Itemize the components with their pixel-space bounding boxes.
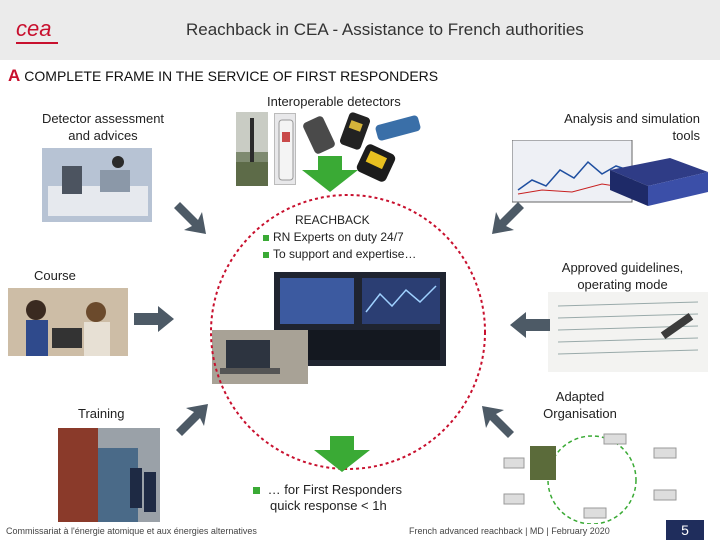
reachback-circle [210,194,486,470]
label-line: Organisation [543,406,617,421]
reachback-bullet: To support and expertise… [263,246,416,263]
photo-training-containers [58,428,160,522]
first-responders-text: … for First Responders quick response < … [253,482,402,514]
label-interoperable-detectors: Interoperable detectors [267,94,401,109]
reachback-text: REACHBACK RN Experts on duty 24/7 To sup… [263,212,416,263]
photo-detector-mast [236,112,268,186]
arrow-right-icon [134,306,174,332]
photo-organisation-diagram [484,428,700,524]
down-arrow-icon [314,436,370,472]
page-title: Reachback in CEA - Assistance to French … [186,20,584,39]
final-line: … for First Responders [267,482,402,497]
arrow-left-icon [510,312,550,338]
label-training: Training [78,406,125,421]
label-analysis-tools: Analysis and simulation tools [520,110,700,144]
label-approved-guidelines: Approved guidelines, operating mode [540,259,705,293]
logo-text: cea [16,16,51,41]
bullet-text: RN Experts on duty 24/7 [273,230,404,244]
photo-control-room [274,272,446,366]
arrow-inward-icon [176,404,208,436]
arrow-inward-icon [482,406,514,438]
page-number: 5 [666,520,704,540]
footer-organisation: Commissariat à l'énergie atomique et aux… [6,526,257,536]
label-detector-assessment: Detector assessment and advices [28,110,178,144]
label-adapted-organisation: Adapted Organisation [530,388,630,422]
label-course: Course [34,268,76,283]
reachback-heading: REACHBACK [295,213,370,227]
label-line: Analysis and simulation [564,111,700,126]
cea-logo: cea [16,16,58,44]
photo-guidelines-document [548,292,708,372]
bullet-square-icon [263,251,269,258]
arrow-inward-icon [492,202,524,234]
label-line: Detector assessment [41,111,165,126]
photo-simulation-model [600,150,710,212]
label-line: Adapted [555,389,605,404]
subtitle-prefix: A [8,66,21,85]
footer-info: French advanced reachback | MD | Februar… [409,526,610,536]
arrow-inward-icon [174,202,206,234]
subtitle-text: COMPLETE FRAME IN THE SERVICE OF FIRST R… [24,68,439,84]
bullet-square-icon [253,487,260,495]
final-line: quick response < 1h [270,498,387,513]
label-line: operating mode [577,277,668,292]
photo-laptop-user [212,330,308,384]
photo-portable-detector [274,113,296,185]
photo-detector-lab [42,148,152,222]
label-line: tools [672,128,700,143]
bullet-square-icon [263,234,269,241]
photo-course [8,288,128,356]
header-bar: cea Reachback in CEA - Assistance to Fre… [0,0,720,60]
label-line: and advices [68,128,138,143]
reachback-bullet: RN Experts on duty 24/7 [263,229,416,246]
label-line: Approved guidelines, [561,260,684,275]
down-arrow-icon [302,156,358,192]
bullet-text: To support and expertise… [273,247,417,261]
